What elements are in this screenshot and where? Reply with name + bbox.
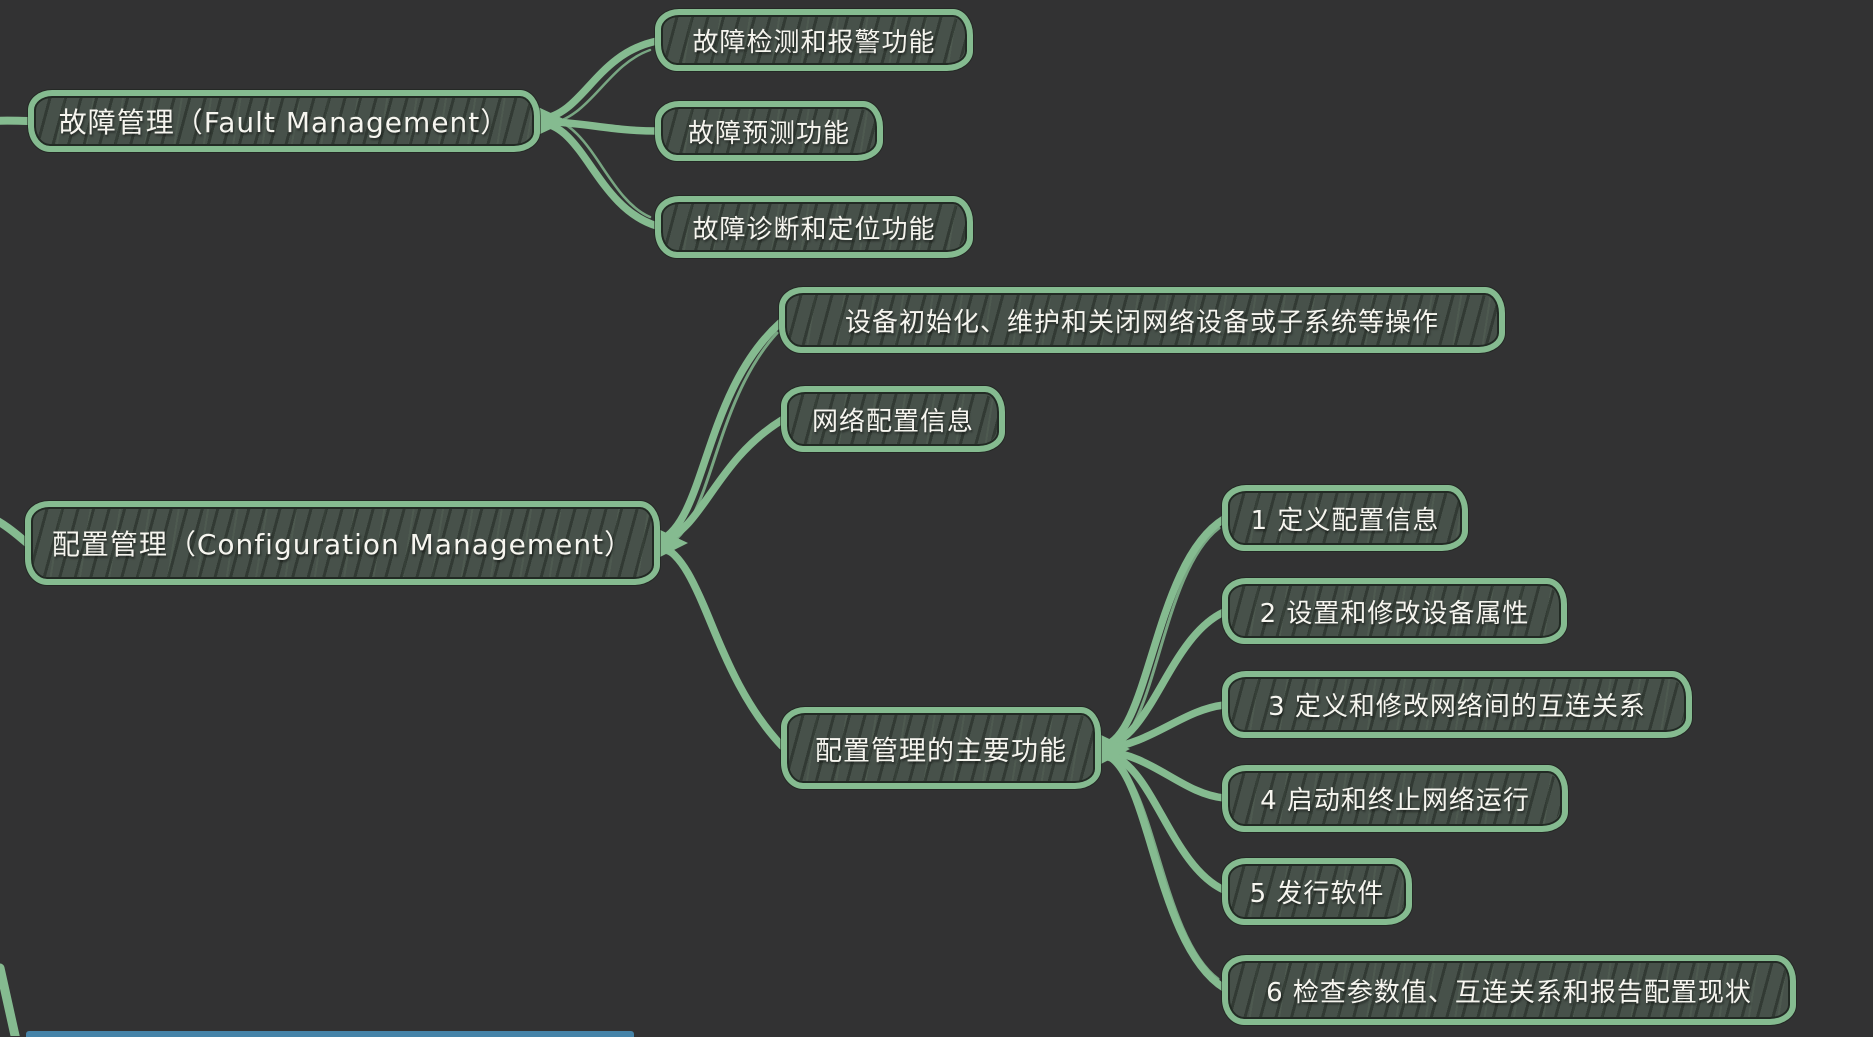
node-release-software[interactable]: 5 发行软件 <box>1222 858 1412 925</box>
node-label: 故障管理（Fault Management） <box>59 101 510 141</box>
node-fault-management[interactable]: 故障管理（Fault Management） <box>28 90 540 152</box>
node-label: 3 定义和修改网络间的互连关系 <box>1268 686 1646 723</box>
node-fault-diagnosis-location[interactable]: 故障诊断和定位功能 <box>655 196 973 258</box>
node-label: 2 设置和修改设备属性 <box>1260 593 1530 630</box>
node-label: 配置管理的主要功能 <box>815 729 1067 768</box>
node-config-main-functions[interactable]: 配置管理的主要功能 <box>781 707 1101 789</box>
node-device-init-maintain-shutdown[interactable]: 设备初始化、维护和关闭网络设备或子系统等操作 <box>779 287 1505 353</box>
node-label: 故障诊断和定位功能 <box>692 209 935 246</box>
node-start-stop-network[interactable]: 4 启动和终止网络运行 <box>1222 765 1568 832</box>
node-define-config-info[interactable]: 1 定义配置信息 <box>1222 485 1468 551</box>
node-label: 故障预测功能 <box>688 113 850 150</box>
edge-root-to-config <box>0 518 27 543</box>
node-label: 1 定义配置信息 <box>1251 500 1440 537</box>
node-set-modify-device-attributes[interactable]: 2 设置和修改设备属性 <box>1222 578 1567 644</box>
node-label: 配置管理（Configuration Management） <box>52 523 633 563</box>
node-label: 6 检查参数值、互连关系和报告配置现状 <box>1266 972 1752 1009</box>
edge-root-to-offscreen-bottom <box>0 968 16 1036</box>
edge-mainfuncs-to-f1-sketchline <box>1107 528 1219 751</box>
partial-bottom-node-top-border[interactable] <box>26 1031 634 1037</box>
node-label: 5 发行软件 <box>1250 873 1385 910</box>
node-label: 故障检测和报警功能 <box>692 22 935 59</box>
edge-fault-to-detect <box>541 41 657 119</box>
node-configuration-management[interactable]: 配置管理（Configuration Management） <box>25 501 660 585</box>
node-check-params-report-status[interactable]: 6 检查参数值、互连关系和报告配置现状 <box>1222 955 1796 1025</box>
node-fault-detection-alarm[interactable]: 故障检测和报警功能 <box>655 9 973 71</box>
node-network-config-info[interactable]: 网络配置信息 <box>781 386 1005 452</box>
node-label: 设备初始化、维护和关闭网络设备或子系统等操作 <box>845 302 1439 339</box>
node-define-modify-interconnection[interactable]: 3 定义和修改网络间的互连关系 <box>1222 671 1692 738</box>
node-label: 网络配置信息 <box>812 401 974 438</box>
node-label: 4 启动和终止网络运行 <box>1260 780 1530 817</box>
node-fault-prediction[interactable]: 故障预测功能 <box>655 101 883 161</box>
